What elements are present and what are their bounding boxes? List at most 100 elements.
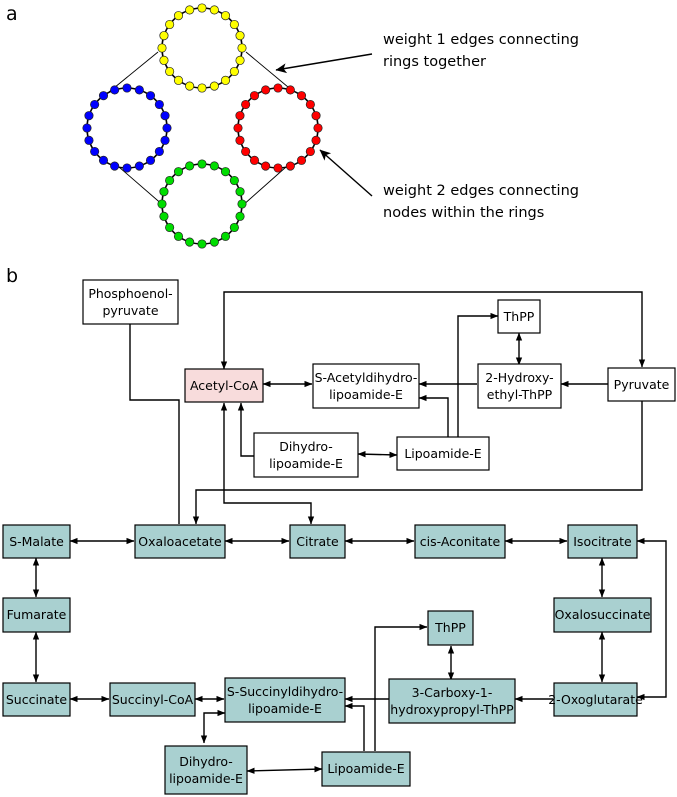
ring-node-yellow [159, 31, 169, 41]
box-cis-aconitate-label: cis-Aconitate [420, 534, 501, 549]
box-s-acetyl-line2: lipoamide-E [329, 387, 403, 402]
box-oxoglutarate-label: 2-Oxoglutarate [548, 692, 643, 707]
box-oxalosuccinate-label: Oxalosuccinate [555, 607, 651, 622]
box-s-acetyldihydrolipoamide: S-Acetyldihydro- lipoamide-E [312, 363, 420, 409]
ring-blue-edges [86, 87, 168, 169]
ring-node-yellow [220, 75, 231, 85]
ring-node-red [249, 155, 260, 165]
pathway-edges [32, 291, 667, 774]
ring-node-yellow [197, 3, 207, 13]
ring-node-green [157, 199, 167, 209]
ring-node-blue [90, 99, 100, 110]
ring-node-blue [134, 85, 144, 95]
ring-node-blue [84, 111, 94, 121]
box-hydroxyethyl-thpp: 2-Hydroxy- ethyl-ThPP [477, 363, 562, 409]
box-s-malate: S-Malate [2, 524, 71, 559]
box-succinyl-coa-label: Succinyl-CoA [112, 692, 194, 707]
box-pyruvate: Pyruvate [607, 367, 676, 402]
ring-node-red [305, 146, 315, 157]
ring-node-green [220, 167, 231, 177]
ring-node-yellow [185, 81, 195, 91]
ring-green [157, 159, 247, 249]
ring-node-red [261, 85, 271, 95]
ring-node-yellow [209, 81, 219, 91]
ring-node-blue [154, 99, 164, 110]
ring-node-green [220, 231, 231, 241]
ring-node-yellow [220, 11, 231, 21]
ring-red [233, 83, 323, 173]
note-bottom-line1: weight 2 edges connecting [383, 183, 579, 199]
box-s-acetyl-line1: S-Acetyldihydro- [315, 370, 418, 385]
box-succinate: Succinate [2, 682, 71, 717]
ring-node-red [313, 123, 323, 133]
box-dihydro-top-line1: Dihydro- [279, 439, 333, 454]
note-top-line1: weight 1 edges connecting [383, 32, 579, 48]
ring-node-green [165, 175, 175, 186]
ring-node-yellow [237, 43, 247, 53]
ring-node-green [159, 211, 169, 221]
ring-node-red [235, 135, 245, 145]
ring-node-yellow [165, 66, 175, 77]
box-succinyl-coa: Succinyl-CoA [109, 682, 196, 717]
box-oxalosuccinate: Oxalosuccinate [553, 597, 652, 633]
ring-node-green [197, 159, 207, 169]
box-citrate: Citrate [289, 524, 346, 559]
box-lipoamide-bottom-label: Lipoamide-E [327, 761, 404, 776]
box-hydroxyethyl-line1: 2-Hydroxy- [485, 370, 553, 385]
ring-node-red [241, 99, 251, 110]
ring-node-yellow [157, 43, 167, 53]
ring-node-blue [84, 135, 94, 145]
box-dihydro-top-line2: lipoamide-E [269, 456, 343, 471]
ring-node-red [261, 161, 271, 171]
note-top-line2: rings together [383, 54, 486, 70]
ring-node-blue [122, 163, 132, 173]
ring-node-red [296, 91, 307, 101]
box-dihydro-bottom-line1: Dihydro- [179, 754, 233, 769]
ring-node-blue [110, 161, 120, 171]
ring-node-yellow [229, 66, 239, 77]
ring-node-green [237, 199, 247, 209]
ring-node-blue [154, 146, 164, 157]
ring-green-edges [161, 163, 243, 245]
ring-node-red [235, 111, 245, 121]
ring-node-red [296, 155, 307, 165]
ring-node-yellow [229, 19, 239, 30]
box-phosphoenolpyruvate-line1: Phosphoenol- [88, 286, 172, 301]
panel-a-label: a [6, 3, 18, 25]
ring-node-yellow [235, 55, 245, 65]
ring-node-blue [160, 111, 170, 121]
ring-node-yellow [159, 55, 169, 65]
box-hydroxyethyl-line2: ethyl-ThPP [487, 387, 553, 402]
ring-node-red [241, 146, 251, 157]
ring-node-green [209, 161, 219, 171]
ring-node-red [285, 161, 295, 171]
ring-node-blue [162, 123, 172, 133]
ring-node-green [209, 237, 219, 247]
box-acetyl-coa-label: Acetyl-CoA [190, 378, 259, 393]
node-rings [82, 3, 323, 249]
box-lipoamide-bottom: Lipoamide-E [321, 751, 411, 787]
ring-node-yellow [185, 5, 195, 15]
ring-node-yellow [209, 5, 219, 15]
ring-node-blue [122, 83, 132, 93]
ring-node-green [185, 161, 195, 171]
ring-node-blue [90, 146, 100, 157]
ring-yellow [157, 3, 247, 93]
ring-node-red [305, 99, 315, 110]
ring-node-red [285, 85, 295, 95]
ring-node-red [233, 123, 243, 133]
ring-node-blue [98, 155, 109, 165]
ring-node-green [235, 211, 245, 221]
box-thpp-bottom: ThPP [427, 610, 474, 646]
ring-node-blue [98, 91, 109, 101]
ring-node-blue [134, 161, 144, 171]
ring-node-blue [110, 85, 120, 95]
box-dihydro-bottom-line2: lipoamide-E [169, 771, 243, 786]
ring-node-green [229, 222, 239, 233]
box-pyruvate-label: Pyruvate [614, 377, 670, 392]
ring-node-red [273, 163, 283, 173]
ring-node-blue [145, 155, 156, 165]
ring-node-green [159, 187, 169, 197]
box-carboxy-line2: hydroxypropyl-ThPP [390, 702, 514, 717]
